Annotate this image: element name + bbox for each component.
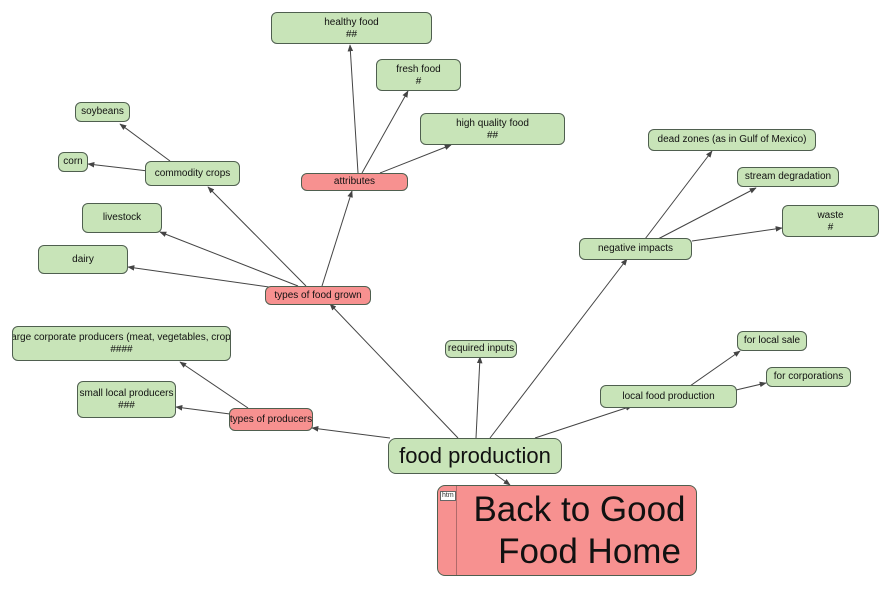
edge-foodgrown-attributes — [321, 190, 353, 287]
edge-fp-foodgrown — [329, 303, 459, 439]
concept-for-local-sale[interactable]: for local sale — [737, 331, 807, 351]
concept-label: types of producers — [229, 413, 313, 425]
concept-label: small local producers — [79, 388, 174, 399]
concept-label: waste — [817, 209, 844, 221]
concept-label: local food production — [622, 390, 715, 402]
concept-label: livestock — [102, 212, 142, 223]
concept-label: attributes — [333, 176, 376, 187]
concept-commodity-crops[interactable]: commodity crops — [145, 161, 240, 186]
concept-label: soybeans — [81, 106, 124, 117]
edge-local-sale — [689, 350, 741, 387]
concept-label: required inputs — [447, 343, 515, 354]
concept-large-corporate-producers[interactable]: large corporate producers (meat, vegetab… — [12, 326, 231, 361]
concept-label: large corporate producers (meat, vegetab… — [12, 332, 231, 343]
home-link-line1: Back to Good — [473, 489, 686, 529]
concept-resource-marker: #### — [110, 344, 133, 355]
concept-fresh-food[interactable]: fresh food # — [376, 59, 461, 91]
concept-waste[interactable]: waste # — [782, 205, 879, 237]
edge-fp-producers — [311, 426, 391, 439]
edge-fp-negative — [489, 258, 628, 439]
concept-small-local-producers[interactable]: small local producers ### — [77, 381, 176, 418]
concept-negative-impacts[interactable]: negative impacts — [579, 238, 692, 260]
concept-attributes[interactable]: attributes — [301, 173, 408, 191]
concept-label: commodity crops — [154, 167, 231, 179]
edge-local-corporations — [735, 381, 767, 391]
concept-corn[interactable]: corn — [58, 152, 88, 172]
html-resource-icon: htm — [438, 486, 457, 575]
concept-label: stream degradation — [744, 171, 832, 182]
concept-required-inputs[interactable]: required inputs — [445, 340, 517, 358]
edge-attributes-fresh — [361, 90, 409, 174]
concept-livestock[interactable]: livestock — [82, 203, 162, 233]
concept-label: dead zones (as in Gulf of Mexico) — [657, 134, 807, 145]
concept-label: types of food grown — [274, 289, 362, 301]
concept-soybeans[interactable]: soybeans — [75, 102, 130, 122]
concept-label: negative impacts — [597, 243, 674, 254]
concept-dead-zones[interactable]: dead zones (as in Gulf of Mexico) — [648, 129, 816, 151]
concept-types-of-producers[interactable]: types of producers — [229, 408, 313, 431]
concept-label: for local sale — [743, 335, 801, 346]
back-to-good-food-home-link[interactable]: htm Back to Good Food Home — [437, 485, 697, 576]
concept-for-corporations[interactable]: for corporations — [766, 367, 851, 387]
concept-types-of-food-grown[interactable]: types of food grown — [265, 286, 371, 305]
edge-commodity-corn — [87, 161, 149, 172]
edge-producers-small — [175, 405, 231, 415]
concept-high-quality-food[interactable]: high quality food ## — [420, 113, 565, 145]
edge-negative-deadzones — [644, 150, 713, 240]
home-link-line2: Food Home — [498, 531, 681, 571]
concept-food-production[interactable]: food production — [388, 438, 562, 474]
edge-foodgrown-dairy — [127, 265, 291, 291]
concept-resource-marker: ### — [118, 400, 135, 411]
concept-local-food-production[interactable]: local food production — [600, 385, 737, 408]
concept-label: food production — [399, 443, 551, 468]
edge-fp-local — [534, 405, 633, 439]
concept-healthy-food[interactable]: healthy food ## — [271, 12, 432, 44]
concept-resource-marker: ## — [486, 129, 499, 141]
concept-dairy[interactable]: dairy — [38, 245, 128, 274]
concept-stream-degradation[interactable]: stream degradation — [737, 167, 839, 187]
concept-label: dairy — [72, 253, 94, 265]
edge-fp-home — [494, 473, 511, 486]
concept-label: for corporations — [773, 371, 844, 382]
concept-label: fresh food — [396, 63, 441, 75]
edge-attributes-healthy — [347, 44, 359, 174]
concept-resource-marker: ## — [345, 28, 358, 40]
concept-resource-marker: # — [415, 75, 422, 87]
concept-resource-marker: # — [827, 221, 834, 233]
edge-fp-inputs — [475, 356, 483, 439]
edge-commodity-soybeans — [119, 123, 171, 162]
concept-label: corn — [63, 156, 83, 167]
edge-producers-large — [179, 361, 249, 409]
edge-negative-stream — [657, 187, 757, 240]
edge-attributes-highquality — [379, 144, 452, 174]
edge-foodgrown-commodity — [207, 186, 307, 287]
edge-negative-waste — [691, 226, 783, 242]
edge-foodgrown-livestock — [159, 231, 299, 287]
concept-label: high quality food — [456, 117, 529, 129]
concept-label: healthy food — [324, 16, 379, 28]
